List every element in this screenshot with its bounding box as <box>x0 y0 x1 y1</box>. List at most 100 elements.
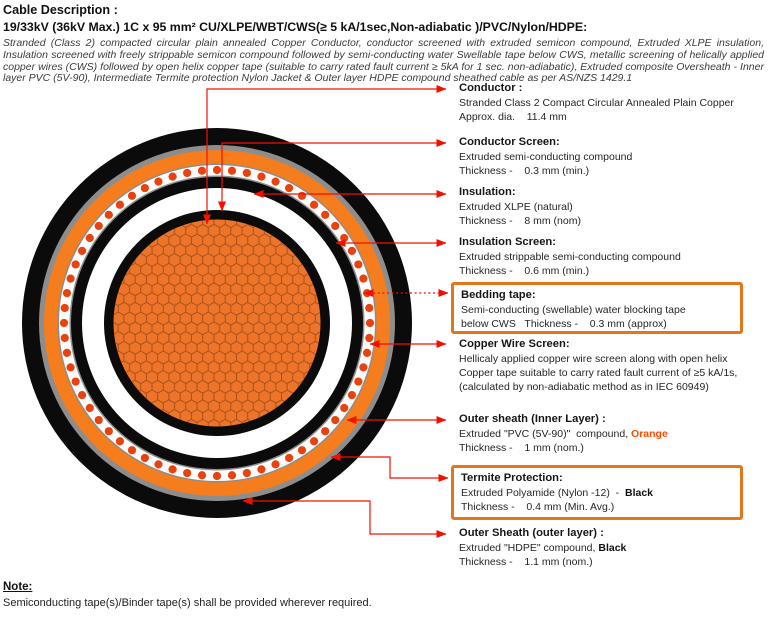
copper-wire-dot <box>365 303 374 313</box>
label-conductor-screen-line1: Extruded semi-conducting compound <box>459 150 633 163</box>
label-pvc-line1-text: Extruded "PVC (5V-90)" compound, <box>459 427 632 440</box>
copper-wire-dot <box>62 348 72 357</box>
copper-wire-dot <box>242 168 251 178</box>
leader-conductor-screen <box>218 139 447 212</box>
copper-wire-dot <box>212 471 222 481</box>
cable-description-paragraph: Stranded (Class 2) compacted circular pl… <box>3 37 764 85</box>
label-bedding-tape-box: Bedding tape: Semi-conducting (swellable… <box>451 282 743 334</box>
copper-wire-dot <box>309 437 319 446</box>
label-hdpe-heading: Outer Sheath (outer layer) : <box>459 527 604 539</box>
copper-wire-dot <box>321 427 330 436</box>
conductor-strand-hex-pattern <box>113 219 321 427</box>
copper-wire-dot <box>354 377 363 386</box>
copper-wire-dot <box>359 274 368 283</box>
copper-wire-dot <box>362 348 372 357</box>
copper-wire-dot <box>60 303 69 313</box>
copper-wire-dot <box>257 172 266 181</box>
copper-wire-dot <box>309 200 319 209</box>
copper-wire-dot <box>347 246 357 255</box>
copper-wire-dot <box>71 377 80 386</box>
copper-wire-dot <box>365 333 374 343</box>
copper-wire-dot <box>127 191 137 200</box>
label-bedding-line1: Semi-conducting (swellable) water blocki… <box>461 303 686 316</box>
copper-wire-dot <box>85 233 94 243</box>
label-termite-black-word: Black <box>624 486 654 499</box>
copper-wire-dot <box>168 465 177 474</box>
page-title: Cable Description : <box>3 3 118 17</box>
label-hdpe-black-word: Black <box>598 541 627 554</box>
copper-wire-dot <box>354 260 363 269</box>
label-cws-line3: (calculated by non-adiabatic method as i… <box>459 380 709 393</box>
copper-wire-dot <box>297 446 307 455</box>
leader-conductor <box>203 85 447 225</box>
copper-wire-dot <box>77 246 87 255</box>
copper-wire-dot <box>140 183 149 193</box>
copper-wire-dot <box>154 460 163 469</box>
copper-wire-dot <box>227 471 237 480</box>
label-conductor-screen-heading: Conductor Screen: <box>459 136 560 148</box>
copper-wire-dot <box>127 446 137 455</box>
copper-wire-dot <box>227 166 237 175</box>
copper-wire-dot <box>340 403 349 413</box>
label-termite-protection-box: Termite Protection: Extruded Polyamide (… <box>451 465 743 520</box>
label-termite-heading: Termite Protection: <box>461 472 563 484</box>
copper-wire-dot <box>285 453 294 463</box>
label-hdpe-line1-text: Extruded "HDPE" compound, <box>459 541 599 554</box>
label-insulation: Insulation: Extruded XLPE (natural) Thic… <box>459 185 761 228</box>
label-pvc-line1: Extruded "PVC (5V-90)" compound, Orange <box>459 427 761 441</box>
label-termite-line2: Thickness - 0.4 mm (Min. Avg.) <box>461 500 615 513</box>
label-insulation-screen-line1: Extruded strippable semi-conducting comp… <box>459 250 681 263</box>
label-bedding-heading: Bedding tape: <box>461 289 536 301</box>
label-conductor-heading: Conductor : <box>459 82 523 94</box>
copper-wire-dot <box>62 289 72 298</box>
copper-wire-dot <box>71 260 80 269</box>
copper-wire-dot <box>183 468 192 478</box>
label-outer-sheath: Outer Sheath (outer layer) : Extruded "H… <box>459 526 761 569</box>
leader-outer-sheath <box>242 497 447 538</box>
copper-wire-dot <box>66 274 75 283</box>
copper-wire-dot <box>297 191 307 200</box>
copper-wire-dot <box>359 363 368 372</box>
label-conductor: Conductor : Stranded Class 2 Compact Cir… <box>459 81 761 124</box>
label-pvc-inner-sheath: Outer sheath (Inner Layer) : Extruded "P… <box>459 412 761 455</box>
label-hdpe-line2: Thickness - 1.1 mm (nom.) <box>459 555 593 568</box>
copper-wire-dot <box>257 465 266 474</box>
label-termite-line1: Extruded Polyamide (Nylon -12) - Black <box>461 486 740 500</box>
label-insulation-screen-line2: Thickness - 0.6 mm (min.) <box>459 264 590 277</box>
copper-wire-dot <box>104 427 113 436</box>
copper-wire-dot <box>347 391 357 400</box>
copper-wire-dot <box>365 318 375 328</box>
copper-wire-dot <box>115 200 125 209</box>
copper-wire-dot <box>168 172 177 181</box>
copper-wire-dot <box>140 453 149 463</box>
copper-wire-dot <box>340 233 349 243</box>
label-conductor-screen-line2: Thickness - 0.3 mm (min.) <box>459 164 590 177</box>
copper-wire-dot <box>94 221 103 231</box>
label-cws-heading: Copper Wire Screen: <box>459 338 570 350</box>
copper-wire-dot <box>66 363 75 372</box>
label-conductor-line1: Stranded Class 2 Compact Circular Anneal… <box>459 96 734 109</box>
copper-wire-dot <box>271 177 280 186</box>
note-body: Semiconducting tape(s)/Binder tape(s) sh… <box>3 597 372 609</box>
copper-wire-dot <box>77 391 87 400</box>
label-pvc-orange-word: Orange <box>631 427 668 440</box>
label-insulation-screen: Insulation Screen: Extruded strippable s… <box>459 235 761 278</box>
copper-wire-dot <box>197 166 207 175</box>
label-conductor-line2: Approx. dia. 11.4 mm <box>459 110 567 123</box>
copper-wire-dot <box>271 460 280 469</box>
label-insulation-line2: Thickness - 8 mm (nom) <box>459 214 581 227</box>
copper-wire-dot <box>59 318 69 328</box>
label-hdpe-line1: Extruded "HDPE" compound, Black <box>459 541 761 555</box>
label-pvc-line2: Thickness - 1 mm (nom.) <box>459 441 584 454</box>
copper-wire-dot <box>331 221 340 231</box>
copper-wire-dot <box>285 183 294 193</box>
label-termite-line1-text: Extruded Polyamide (Nylon -12) - <box>461 486 625 499</box>
copper-wire-dot <box>331 415 340 425</box>
leader-lines <box>203 85 449 538</box>
label-insulation-heading: Insulation: <box>459 186 516 198</box>
copper-wire-dot <box>94 415 103 425</box>
label-cws-line1: Hellicaly applied copper wire screen alo… <box>459 352 728 365</box>
cable-spec-line: 19/33kV (36kV Max.) 1C x 95 mm² CU/XLPE/… <box>3 20 588 34</box>
